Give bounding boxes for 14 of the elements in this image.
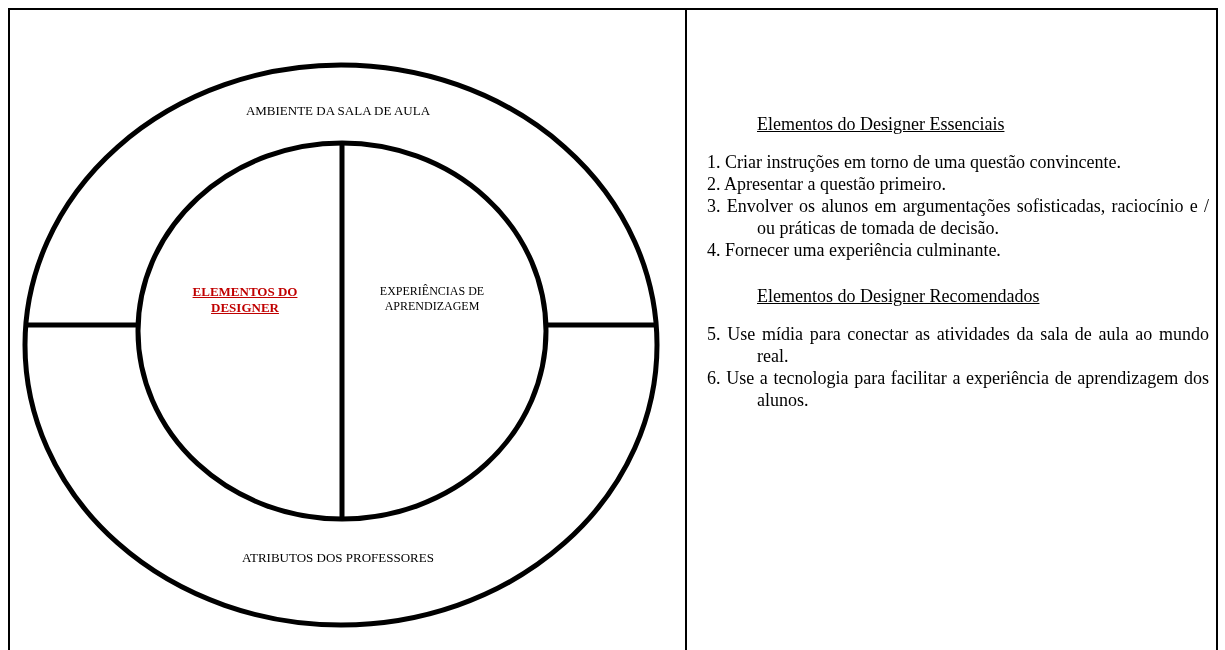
- section-label: EXPERIÊNCIAS DE APRENDIZAGEM: [378, 284, 486, 314]
- outer-ellipse: [22, 62, 660, 628]
- list-heading: Elementos do Designer Essenciais: [757, 113, 1006, 135]
- list-item: 6. Use a tecnologia para facilitar a experiência de aprendizagem dos alunos.: [707, 367, 1209, 411]
- list-item: 1. Criar instruções em torno de uma questão convincente.: [707, 151, 1122, 173]
- list-item: 3. Envolver os alunos em argumentações sofisticadas, raciocínio e / ou práticas de tomada de decisão.: [707, 195, 1209, 239]
- list-item: 4. Fornecer uma experiência culminante.: [707, 239, 1002, 261]
- list-item: 2. Apresentar a questão primeiro.: [707, 173, 947, 195]
- list-item: 5. Use mídia para conectar as atividades da sala de aula ao mundo real.: [707, 323, 1209, 367]
- section-label: ELEMENTOS DO DESIGNER: [191, 284, 299, 317]
- ring-label: AMBIENTE DA SALA DE AULA: [244, 102, 432, 120]
- inner-circle: [135, 140, 549, 522]
- ring-label: ATRIBUTOS DOS PROFESSORES: [241, 549, 435, 567]
- list-heading: Elementos do Designer Recomendados: [757, 285, 1041, 307]
